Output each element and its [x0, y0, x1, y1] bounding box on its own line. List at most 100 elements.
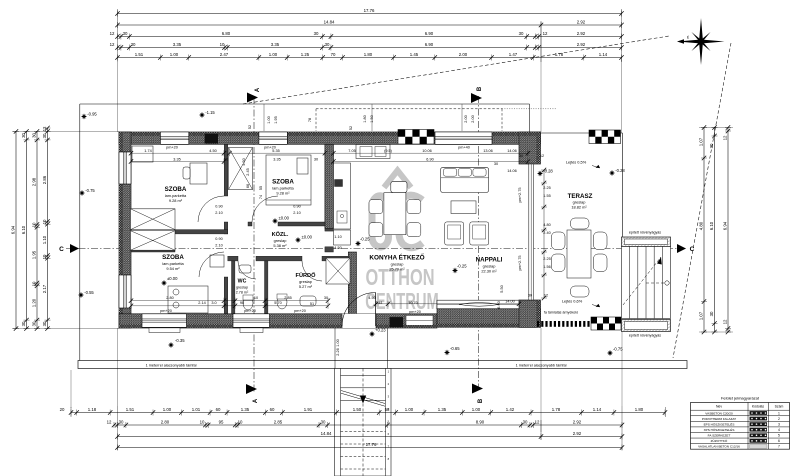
svg-text:SZOBA: SZOBA [165, 186, 187, 193]
svg-text:pm+20: pm+20 [160, 309, 172, 313]
svg-text:6.90: 6.90 [497, 301, 501, 308]
svg-text:1.51: 1.51 [126, 407, 135, 412]
svg-text:6: 6 [388, 432, 390, 436]
svg-text:1.14: 1.14 [599, 52, 608, 57]
svg-text:É: É [687, 35, 690, 40]
svg-text:OTTHON: OTTHON [366, 264, 435, 290]
svg-text:78: 78 [308, 118, 312, 122]
svg-text:25.79 m²: 25.79 m² [389, 267, 405, 272]
svg-text:10: 10 [42, 219, 47, 224]
svg-text:Kódolás: Kódolás [752, 405, 765, 409]
svg-text:1.42: 1.42 [506, 407, 515, 412]
svg-text:-0.75: -0.75 [85, 188, 95, 193]
svg-text:KÖZL.: KÖZL. [272, 231, 289, 238]
svg-text:30: 30 [119, 419, 124, 424]
svg-text:EPS HŐSZIGETELÉS: EPS HŐSZIGETELÉS [704, 421, 735, 426]
svg-text:1.95: 1.95 [274, 116, 278, 123]
svg-text:2.25: 2.25 [543, 186, 550, 190]
svg-text:pm+20: pm+20 [166, 146, 178, 150]
svg-text:10: 10 [254, 296, 258, 300]
svg-text:2.86: 2.86 [42, 175, 47, 184]
svg-text:6.94: 6.94 [723, 221, 728, 230]
svg-text:0.90: 0.90 [215, 205, 222, 209]
svg-text:-0.55: -0.55 [84, 290, 94, 295]
svg-text:pm+2.75: pm+2.75 [518, 188, 522, 203]
svg-text:Szám: Szám [775, 405, 784, 409]
svg-text:3.35: 3.35 [173, 157, 180, 161]
svg-text:5: 5 [388, 420, 390, 424]
svg-text:2.98: 2.98 [32, 177, 37, 186]
svg-text:6: 6 [778, 439, 780, 443]
svg-text:1.25: 1.25 [301, 52, 310, 57]
svg-text:13.06: 13.06 [483, 149, 493, 153]
svg-text:1.51: 1.51 [135, 52, 144, 57]
svg-text:-0.65: -0.65 [450, 346, 460, 351]
svg-text:1.07: 1.07 [699, 311, 704, 320]
svg-text:greslap: greslap [391, 262, 404, 267]
svg-text:10: 10 [32, 281, 37, 286]
svg-text:95: 95 [219, 419, 224, 424]
svg-text:A: A [255, 87, 261, 92]
svg-text:14.06: 14.06 [507, 149, 517, 153]
svg-text:1.00: 1.00 [170, 52, 179, 57]
svg-text:30: 30 [131, 42, 136, 47]
svg-text:2.78 m²: 2.78 m² [236, 291, 249, 295]
svg-text:30: 30 [314, 157, 318, 161]
svg-text:2.92: 2.92 [577, 19, 586, 24]
svg-text:4.50: 4.50 [334, 246, 341, 250]
svg-text:6.90: 6.90 [425, 31, 434, 36]
svg-text:1: 1 [388, 370, 390, 374]
svg-text:-0.75: -0.75 [613, 347, 623, 352]
svg-text:30: 30 [314, 31, 319, 36]
svg-text:1.91: 1.91 [304, 407, 313, 412]
svg-text:6.94: 6.94 [11, 225, 16, 234]
svg-text:TERASZ: TERASZ [568, 193, 593, 200]
svg-text:pm+40: pm+40 [458, 146, 470, 150]
svg-text:Név: Név [716, 405, 722, 409]
svg-text:30: 30 [32, 133, 37, 138]
svg-text:14.84: 14.84 [324, 19, 335, 24]
svg-text:1.95: 1.95 [32, 250, 37, 259]
svg-text:2.10: 2.10 [215, 211, 222, 215]
svg-text:SZOBA: SZOBA [272, 179, 294, 186]
svg-text:55: 55 [259, 186, 263, 190]
svg-text:60: 60 [216, 407, 221, 412]
svg-text:±0.00: ±0.00 [302, 235, 313, 240]
svg-text:52: 52 [248, 125, 252, 129]
svg-text:greslap: greslap [274, 238, 287, 243]
svg-text:greslap: greslap [573, 200, 586, 205]
svg-text:2.26: 2.26 [336, 348, 340, 355]
svg-text:1.00: 1.00 [472, 407, 481, 412]
svg-text:7: 7 [388, 445, 390, 449]
svg-text:2.47: 2.47 [220, 52, 229, 57]
svg-text:2.92: 2.92 [573, 431, 582, 436]
svg-text:12: 12 [540, 154, 544, 158]
svg-text:pm+20: pm+20 [294, 309, 306, 313]
svg-text:52: 52 [349, 126, 353, 130]
svg-text:8: 8 [388, 457, 390, 461]
svg-text:20: 20 [60, 407, 65, 412]
svg-text:1.47: 1.47 [509, 52, 518, 57]
svg-text:4.50: 4.50 [242, 158, 246, 165]
svg-text:-0.25: -0.25 [360, 237, 370, 242]
svg-text:4.80: 4.80 [543, 223, 550, 227]
svg-text:-0.28: -0.28 [543, 169, 553, 174]
svg-text:6.10: 6.10 [21, 225, 26, 234]
svg-text:1.78: 1.78 [552, 407, 561, 412]
svg-text:1.00: 1.00 [267, 116, 271, 123]
svg-text:lam.parketta: lam.parketta [162, 261, 184, 266]
svg-text:1.07: 1.07 [699, 137, 704, 146]
svg-text:4: 4 [388, 407, 390, 411]
svg-text:KONYHA ÉTKEZŐ: KONYHA ÉTKEZŐ [369, 253, 424, 262]
svg-text:7: 7 [778, 445, 780, 449]
svg-text:17.76: 17.76 [366, 442, 377, 447]
svg-text:Felület jelmagyarázat: Felület jelmagyarázat [721, 396, 760, 401]
svg-text:30: 30 [709, 311, 714, 316]
svg-text:±0.00: ±0.00 [167, 276, 178, 281]
svg-text:10: 10 [224, 157, 228, 161]
svg-text:74: 74 [259, 195, 263, 199]
svg-text:4.50: 4.50 [209, 149, 216, 153]
svg-text:5: 5 [778, 434, 780, 438]
svg-text:12: 12 [535, 419, 540, 424]
svg-text:2.00: 2.00 [464, 115, 468, 122]
